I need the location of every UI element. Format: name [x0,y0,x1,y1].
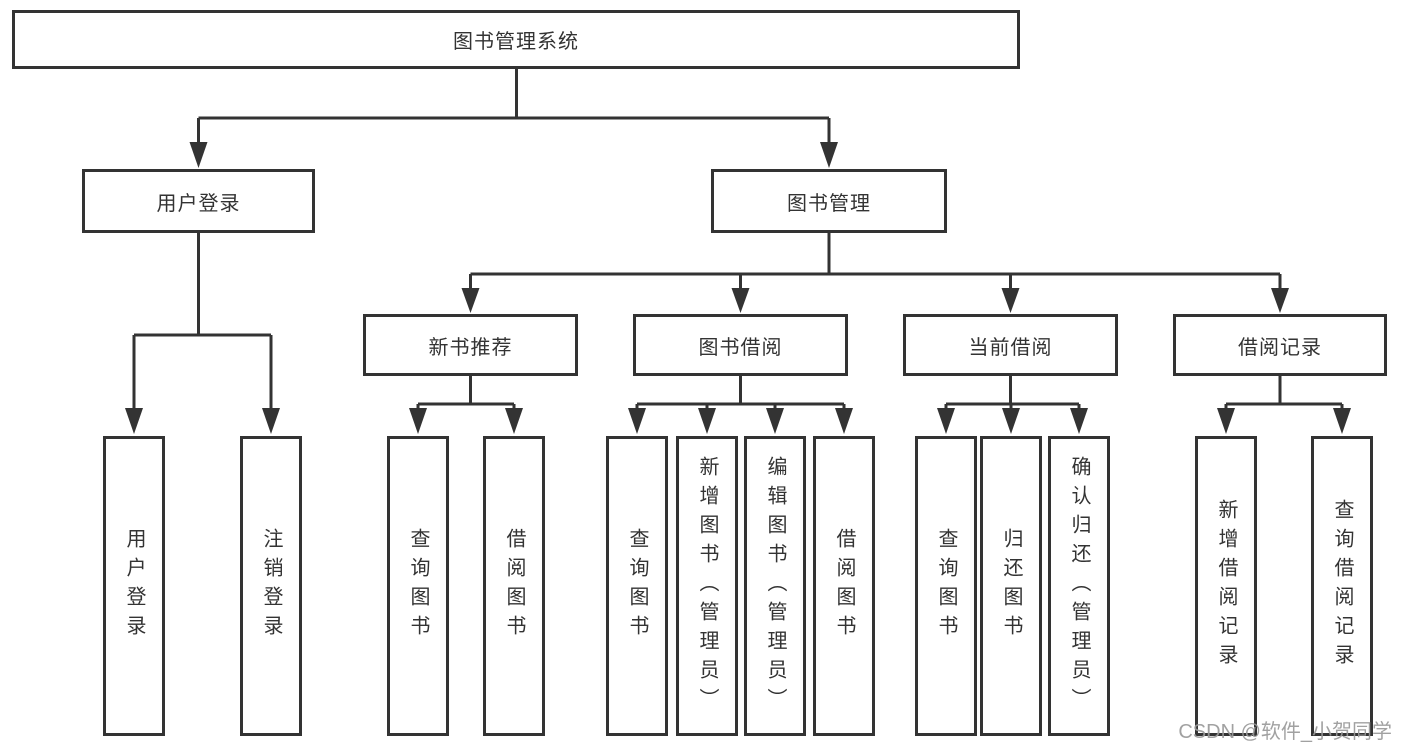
leaf-confirm-return-admin: 确认归还（管理员） [1048,436,1110,736]
leaf-borrow-books-borrowing: 借阅图书 [813,436,875,736]
leaf-query-borrow-record: 查询借阅记录 [1311,436,1373,736]
connector-new-book-recommendation-to-leaves [416,376,516,411]
leaf-borrow-books-recommend: 借阅图书 [483,436,545,736]
node-borrowing-records: 借阅记录 [1173,314,1387,376]
arrowheads [125,142,1351,434]
leaf-query-books-recommend: 查询图书 [387,436,449,736]
csdn-watermark: CSDN @软件_小贺同学 [1178,721,1392,743]
leaf-add-book-admin: 新增图书（管理员） [676,436,738,736]
node-library-management-system: 图书管理系统 [12,10,1020,69]
node-label: 编辑图书（管理员） [764,455,786,717]
connector-root-to-groups [197,69,831,144]
node-label: 新书推荐 [428,336,513,359]
leaf-return-books: 归还图书 [980,436,1042,736]
connector-book-management-to-sections [469,233,1282,290]
connector-borrowing-records-to-leaves [1224,376,1344,411]
node-label: 新增借阅记录 [1215,499,1237,673]
connector-current-borrowing-to-leaves [944,376,1081,411]
node-label: 借阅记录 [1238,336,1322,359]
node-label: 借阅图书 [833,528,855,644]
node-label: 图书管理 [787,192,871,215]
node-book-management: 图书管理 [711,169,947,233]
node-current-borrowing: 当前借阅 [903,314,1118,376]
connector-book-borrowing-to-leaves [635,376,846,411]
node-label: 归还图书 [1000,528,1022,644]
node-label: 当前借阅 [968,336,1053,359]
node-label: 确认归还（管理员） [1068,455,1090,717]
node-new-book-recommendation: 新书推荐 [363,314,578,376]
leaf-edit-book-admin: 编辑图书（管理员） [744,436,806,736]
node-label: 新增图书（管理员） [696,455,718,717]
leaf-logout: 注销登录 [240,436,302,736]
node-label: 查询图书 [935,528,957,644]
node-label: 查询图书 [407,528,429,644]
leaf-query-books-borrowing: 查询图书 [606,436,668,736]
node-label: 查询图书 [626,528,648,644]
node-book-borrowing: 图书借阅 [633,314,848,376]
leaf-user-login: 用户登录 [103,436,165,736]
node-label: 借阅图书 [503,528,525,644]
node-label: 注销登录 [260,528,282,644]
node-label: 图书借阅 [698,336,783,359]
node-label: 用户登录 [123,528,145,644]
leaf-add-borrow-record: 新增借阅记录 [1195,436,1257,736]
leaf-query-books-current: 查询图书 [915,436,977,736]
connector-user-login-to-leaves [132,233,273,411]
node-user-login: 用户登录 [82,169,315,233]
node-label: 用户登录 [156,192,241,215]
node-label: 图书管理系统 [453,31,579,53]
node-label: 查询借阅记录 [1331,499,1353,673]
